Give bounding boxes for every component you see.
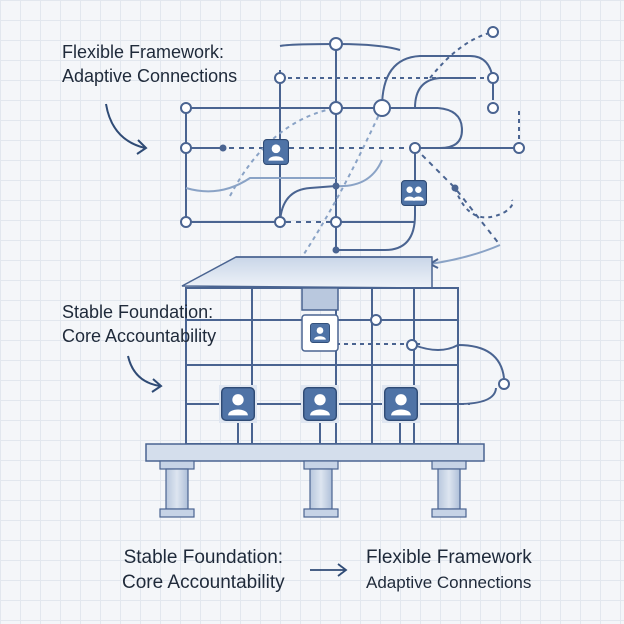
caption-left-line1: Stable Foundation: bbox=[123, 547, 284, 568]
middle-label: Stable Foundation: Core Accountability bbox=[62, 300, 216, 348]
middle-label-line2: Core Accountability bbox=[62, 326, 217, 346]
flexible-network bbox=[185, 31, 520, 265]
middle-label-line1: Stable Foundation: bbox=[62, 302, 214, 322]
top-label-arrow bbox=[105, 103, 148, 155]
top-label-line2: Adaptive Connections bbox=[62, 66, 238, 86]
middle-label-arrow bbox=[127, 355, 163, 393]
caption-left: Stable Foundation: Core Accountability bbox=[122, 545, 285, 595]
person-icon bbox=[310, 323, 330, 343]
filled-nodes bbox=[219, 144, 459, 254]
top-label-line1: Flexible Framework: bbox=[62, 42, 225, 62]
caption-right-line2: Adaptive Connections bbox=[366, 573, 532, 592]
caption-right: Flexible Framework Adaptive Connections bbox=[366, 545, 532, 595]
caption-right-line1: Flexible Framework bbox=[366, 547, 532, 568]
roof-block bbox=[301, 287, 339, 311]
network-nodes bbox=[180, 26, 525, 228]
group-icon bbox=[401, 180, 427, 206]
person-icon bbox=[263, 139, 289, 165]
building-nodes bbox=[370, 314, 510, 390]
foundation-base bbox=[145, 443, 485, 518]
person-icon bbox=[384, 387, 418, 421]
arrow-right-icon bbox=[310, 563, 348, 577]
person-icon bbox=[221, 387, 255, 421]
caption-left-line2: Core Accountability bbox=[122, 572, 285, 593]
person-icon bbox=[303, 387, 337, 421]
roof bbox=[181, 256, 433, 289]
top-label: Flexible Framework: Adaptive Connections bbox=[62, 40, 237, 88]
